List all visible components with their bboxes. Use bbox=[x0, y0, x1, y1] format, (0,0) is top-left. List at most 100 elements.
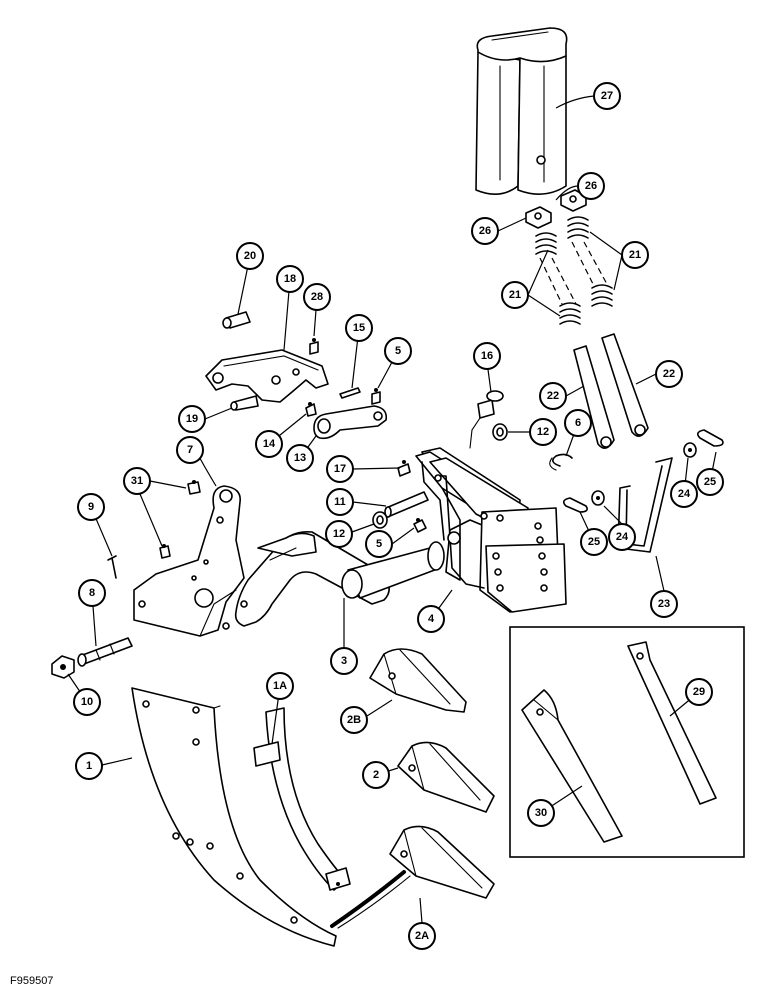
callout-12-lower: 12 bbox=[325, 520, 353, 548]
callout-13: 13 bbox=[286, 444, 314, 472]
part-14-fitting bbox=[305, 402, 317, 417]
part-16-pin bbox=[469, 390, 504, 449]
svg-text:27: 27 bbox=[601, 90, 613, 102]
callout-31: 31 bbox=[123, 467, 151, 495]
callout-30: 30 bbox=[527, 799, 555, 827]
callout-1a: 1A bbox=[266, 672, 294, 700]
callout-8: 8 bbox=[78, 579, 106, 607]
svg-text:24: 24 bbox=[678, 488, 691, 500]
svg-text:2A: 2A bbox=[415, 930, 429, 942]
callout-25-left: 25 bbox=[580, 528, 608, 556]
callout-9: 9 bbox=[77, 493, 105, 521]
svg-text:12: 12 bbox=[537, 426, 549, 438]
svg-text:22: 22 bbox=[547, 390, 559, 402]
callout-14: 14 bbox=[255, 430, 283, 458]
callout-17: 17 bbox=[326, 455, 354, 483]
part-22-links bbox=[573, 333, 649, 449]
callout-5-upper: 5 bbox=[384, 337, 412, 365]
svg-text:2: 2 bbox=[373, 769, 379, 781]
callout-20: 20 bbox=[236, 242, 264, 270]
svg-text:2B: 2B bbox=[347, 714, 361, 726]
callout-15: 15 bbox=[345, 314, 373, 342]
svg-text:4: 4 bbox=[428, 613, 435, 625]
part-23-u-bolt bbox=[617, 457, 673, 553]
part-28-grease-fitting bbox=[309, 338, 319, 355]
callout-27: 27 bbox=[593, 82, 621, 110]
part-1a-shin bbox=[253, 707, 351, 891]
part-13-lever bbox=[313, 405, 388, 440]
svg-text:9: 9 bbox=[88, 501, 94, 513]
callout-19: 19 bbox=[178, 405, 206, 433]
figure-reference: F959507 bbox=[10, 975, 54, 987]
callout-22-left: 22 bbox=[539, 382, 567, 410]
svg-text:5: 5 bbox=[376, 538, 382, 550]
svg-text:13: 13 bbox=[294, 452, 306, 464]
part-19-pin bbox=[230, 395, 259, 411]
callout-24-right: 24 bbox=[670, 480, 698, 508]
svg-text:14: 14 bbox=[263, 438, 276, 450]
callout-21-right: 21 bbox=[621, 241, 649, 269]
part-17-fitting bbox=[397, 460, 411, 477]
part-4-mounting-bracket bbox=[415, 447, 567, 613]
svg-text:26: 26 bbox=[479, 225, 491, 237]
part-9-pin bbox=[107, 555, 117, 579]
callout-6: 6 bbox=[564, 409, 592, 437]
svg-text:18: 18 bbox=[284, 273, 296, 285]
part-8-shaft bbox=[77, 637, 133, 667]
callout-5-lower: 5 bbox=[365, 530, 393, 558]
svg-text:7: 7 bbox=[187, 444, 193, 456]
callout-10: 10 bbox=[73, 688, 101, 716]
svg-text:29: 29 bbox=[693, 686, 705, 698]
part-26-nut-left bbox=[525, 206, 552, 229]
svg-text:12: 12 bbox=[333, 528, 345, 540]
part-5-grease-fittings bbox=[371, 388, 427, 533]
part-29-shin bbox=[627, 641, 717, 805]
callout-26-left: 26 bbox=[471, 217, 499, 245]
svg-text:23: 23 bbox=[658, 598, 670, 610]
callout-2b: 2B bbox=[340, 706, 368, 734]
callout-23: 23 bbox=[650, 590, 678, 618]
callout-16: 16 bbox=[473, 342, 501, 370]
callout-26-right: 26 bbox=[577, 172, 605, 200]
svg-text:3: 3 bbox=[341, 655, 347, 667]
callout-24-left: 24 bbox=[608, 523, 636, 551]
part-20-pin bbox=[222, 311, 251, 329]
svg-text:25: 25 bbox=[704, 476, 716, 488]
callout-4: 4 bbox=[417, 605, 445, 633]
part-15-key bbox=[339, 387, 361, 399]
svg-text:25: 25 bbox=[588, 536, 600, 548]
svg-text:20: 20 bbox=[244, 250, 256, 262]
callout-25-right: 25 bbox=[696, 468, 724, 496]
svg-text:6: 6 bbox=[575, 417, 581, 429]
svg-text:15: 15 bbox=[353, 322, 365, 334]
callout-29: 29 bbox=[685, 678, 713, 706]
part-11-pin bbox=[384, 491, 429, 518]
part-26-nut-right bbox=[560, 189, 587, 212]
callout-21-left: 21 bbox=[501, 281, 529, 309]
svg-text:1A: 1A bbox=[273, 680, 287, 692]
assembly-indicator bbox=[330, 870, 411, 929]
svg-text:28: 28 bbox=[311, 291, 323, 303]
part-1-shank bbox=[131, 687, 337, 947]
part-2b-point bbox=[369, 648, 467, 713]
callout-2a: 2A bbox=[408, 922, 436, 950]
part-3-arm bbox=[234, 531, 445, 627]
inset-box bbox=[509, 626, 745, 858]
part-31-grease-fittings bbox=[159, 480, 201, 559]
svg-text:8: 8 bbox=[89, 587, 95, 599]
callout-11: 11 bbox=[326, 488, 354, 516]
svg-text:24: 24 bbox=[616, 531, 629, 543]
callout-1: 1 bbox=[75, 752, 103, 780]
part-21-springs bbox=[535, 216, 613, 325]
part-2-point bbox=[397, 741, 495, 813]
svg-text:31: 31 bbox=[131, 475, 143, 487]
svg-text:30: 30 bbox=[535, 807, 547, 819]
part-10-nut bbox=[51, 655, 75, 679]
part-2a-point bbox=[389, 825, 495, 899]
part-18-bracket bbox=[205, 349, 329, 403]
svg-text:16: 16 bbox=[481, 350, 493, 362]
part-12-bushings bbox=[372, 423, 508, 529]
svg-text:1: 1 bbox=[86, 760, 92, 772]
part-30-shin bbox=[521, 689, 623, 843]
